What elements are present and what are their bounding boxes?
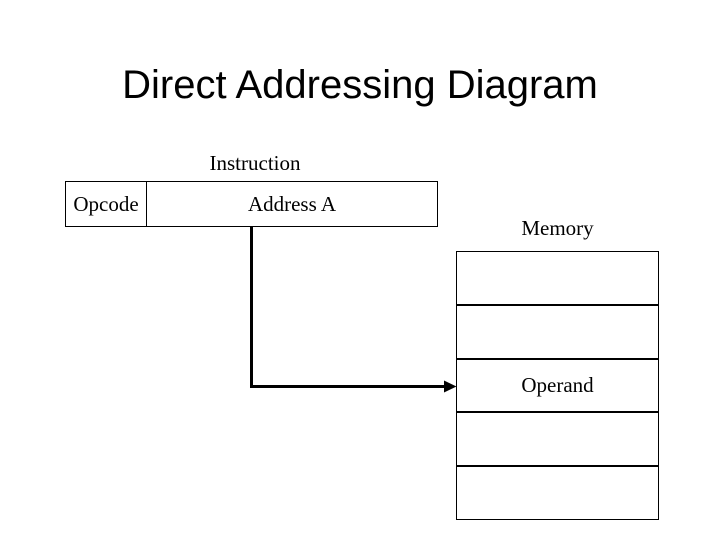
instruction-field-address: Address A: [247, 192, 337, 216]
memory-cell-operand: Operand: [457, 360, 658, 414]
memory-table: Operand: [456, 251, 659, 520]
memory-cell: [457, 413, 658, 468]
memory-cell: [457, 467, 658, 519]
instruction-box: Opcode Address A: [65, 181, 438, 227]
memory-cell: [457, 306, 658, 360]
memory-label: Memory: [521, 216, 594, 240]
address-to-memory-connector-arrow: [250, 227, 457, 393]
memory-cell: [457, 252, 658, 306]
arrowhead-icon: [444, 380, 457, 393]
instruction-field-opcode: Opcode: [66, 182, 147, 226]
page-title: Direct Addressing Diagram: [122, 63, 598, 107]
instruction-label: Instruction: [209, 151, 301, 175]
